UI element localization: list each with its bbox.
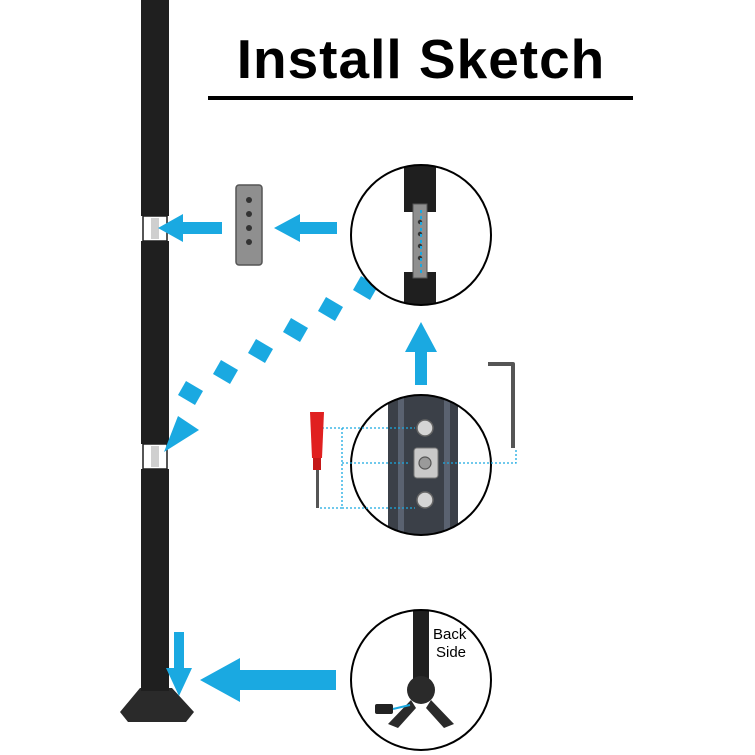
pole-bottom-section [141,469,169,669]
arrow-down-to-foot [166,632,192,696]
screw-detail-callout [350,394,492,536]
arrow-group [158,214,437,702]
arrow-up-to-detail [405,322,437,385]
dotted-guide-lines [318,427,517,509]
pole-middle-section [141,241,169,444]
pole-top-section [141,0,169,216]
arrow-to-base-foot [200,658,336,702]
pole-assembly [120,0,194,722]
arrow-to-upper-joint [158,214,222,242]
lower-joint-connector [142,443,168,470]
back-side-label-line2: Side [436,644,466,661]
joint-detail-callout [350,164,492,306]
pole-base-foot [120,665,194,722]
diagram-title: Install Sketch [236,28,606,90]
title-underline [208,96,633,100]
dashed-arrow-to-lower-joint [164,276,378,452]
arrow-to-connector-plate [274,214,337,242]
screwdriver-icon [310,412,324,508]
connector-plate-part [235,184,263,266]
base-detail-callout: Back Side [350,609,492,751]
allen-key-icon [488,362,515,448]
back-side-label-line1: Back [433,626,467,643]
